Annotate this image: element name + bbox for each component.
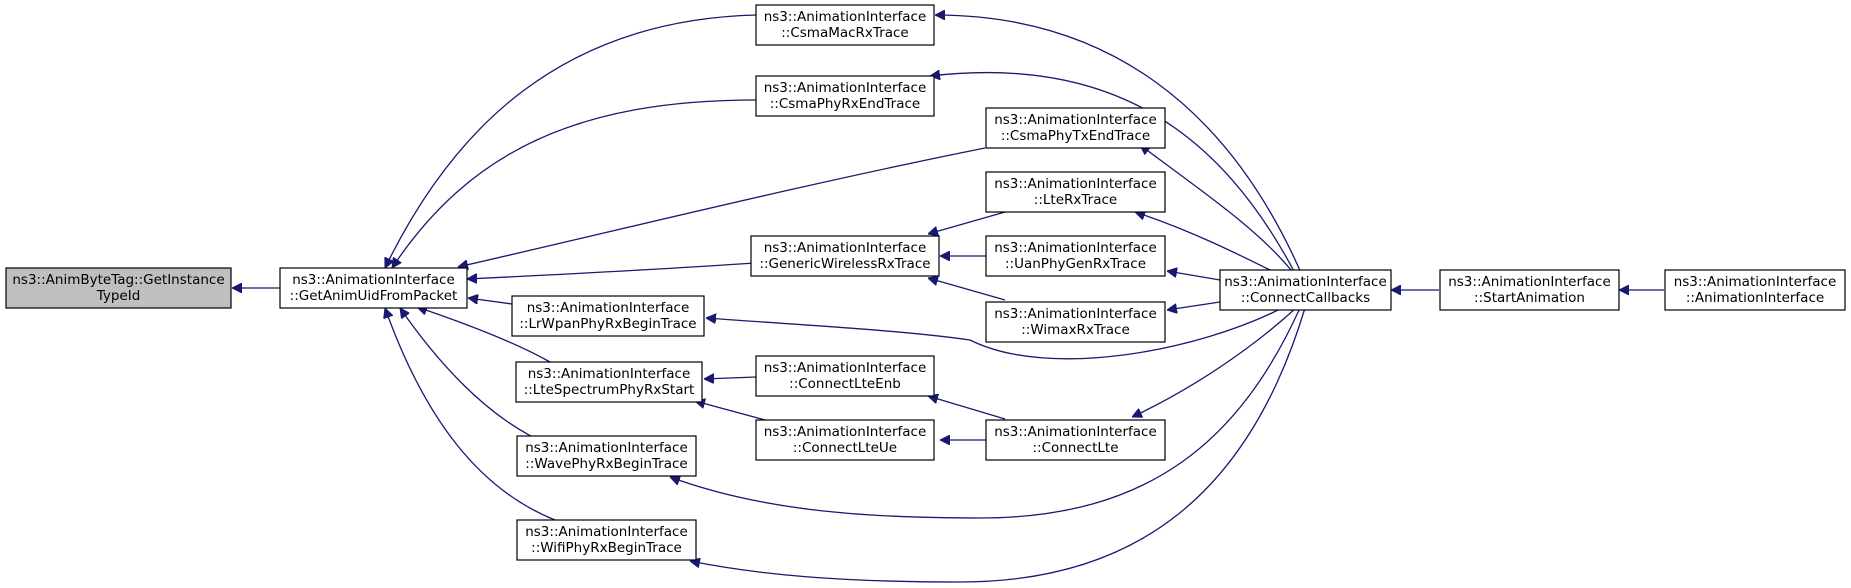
edge-connectcallbacks-to-lterx (1135, 212, 1281, 276)
node-connectlteue-line-2: ::ConnectLteUe (793, 440, 897, 456)
node-connectlteue-line-1: ns3::AnimationInterface (764, 424, 927, 440)
node-startanimation-line-2: ::StartAnimation (1474, 290, 1585, 306)
node-getanimuid-line-1: ns3::AnimationInterface (292, 272, 455, 288)
node-ltespectrum-line-1: ns3::AnimationInterface (528, 366, 691, 382)
edge-genericwireless-to-getanimuid (467, 262, 756, 279)
node-startanimation[interactable]: ns3::AnimationInterface ::StartAnimation (1439, 269, 1620, 311)
node-csmaphyrxend-line-2: ::CsmaPhyRxEndTrace (770, 96, 921, 112)
node-wifiphy-line-1: ns3::AnimationInterface (525, 524, 688, 540)
node-csmamacrx-line-1: ns3::AnimationInterface (764, 9, 927, 25)
edge-ltespectrum-to-getanimuid (417, 307, 551, 363)
edge-lrwpan-to-getanimuid (468, 298, 513, 305)
edge-connectcallbacks-to-connectlte (1132, 307, 1297, 417)
edge-connectcallbacks-to-wavephy (670, 307, 1301, 519)
node-root[interactable]: ns3::AnimByteTag::GetInstance TypeId (5, 267, 232, 309)
node-uanphy-line-1: ns3::AnimationInterface (994, 240, 1157, 256)
node-csmaphytxend-line-2: ::CsmaPhyTxEndTrace (1001, 128, 1150, 144)
node-startanimation-line-1: ns3::AnimationInterface (1448, 274, 1611, 290)
node-uanphy-line-2: ::UanPhyGenRxTrace (1005, 256, 1146, 272)
node-connectlteue[interactable]: ns3::AnimationInterface ::ConnectLteUe (755, 419, 935, 461)
node-genericwirelessrxtrace[interactable]: ns3::AnimationInterface ::GenericWireles… (750, 235, 940, 277)
node-connectcallbacks[interactable]: ns3::AnimationInterface ::ConnectCallbac… (1219, 269, 1392, 311)
node-getanimuid-line-2: ::GetAnimUidFromPacket (290, 288, 458, 304)
node-connectlteenb-line-2: ::ConnectLteEnb (789, 376, 901, 392)
node-connectlteenb[interactable]: ns3::AnimationInterface ::ConnectLteEnb (755, 355, 935, 397)
node-wimax-line-1: ns3::AnimationInterface (994, 306, 1157, 322)
node-wimax-line-2: ::WimaxRxTrace (1021, 322, 1130, 338)
node-connectlteenb-line-1: ns3::AnimationInterface (764, 360, 927, 376)
node-genericwireless-line-2: ::GenericWirelessRxTrace (759, 256, 930, 272)
node-connectlte-line-2: ::ConnectLte (1032, 440, 1118, 456)
node-lterx-line-1: ns3::AnimationInterface (994, 176, 1157, 192)
edge-connectlteenb-to-ltespectrum (704, 377, 757, 379)
node-wavephy-line-1: ns3::AnimationInterface (525, 440, 688, 456)
node-connectcallbacks-line-2: ::ConnectCallbacks (1241, 290, 1370, 306)
node-csmamacrx-line-2: ::CsmaMacRxTrace (781, 25, 909, 41)
edge-wimax-to-genericwireless (928, 278, 1006, 301)
node-lrwpanphyrxbegintrace[interactable]: ns3::AnimationInterface ::LrWpanPhyRxBeg… (511, 295, 705, 337)
node-connectcallbacks-line-1: ns3::AnimationInterface (1224, 274, 1387, 290)
node-ltespectrumphyrxstart[interactable]: ns3::AnimationInterface ::LteSpectrumPhy… (515, 361, 703, 403)
edge-csmaphyrxend-to-getanimuid (392, 99, 757, 268)
node-genericwireless-line-1: ns3::AnimationInterface (764, 240, 927, 256)
edge-connectlte-to-connectlteenb (928, 396, 1006, 420)
edge-connectcallbacks-to-lrwpan (706, 307, 1283, 360)
node-connectlte[interactable]: ns3::AnimationInterface ::ConnectLte (985, 419, 1166, 461)
edge-connectcallbacks-to-wimax (1167, 301, 1221, 310)
node-csmamacrxtrace[interactable]: ns3::AnimationInterface ::CsmaMacRxTrace (755, 4, 935, 46)
node-ctor-line-2: ::AnimationInterface (1686, 290, 1824, 306)
node-lrwpan-line-2: ::LrWpanPhyRxBeginTrace (519, 316, 696, 332)
node-getanimuidfrompacket[interactable]: ns3::AnimationInterface ::GetAnimUidFrom… (279, 267, 468, 309)
edge-connectcallbacks-to-csmaphytxend (1140, 145, 1296, 276)
node-uanphygenrxtrace[interactable]: ns3::AnimationInterface ::UanPhyGenRxTra… (985, 235, 1166, 277)
node-csmaphyrxendtrace[interactable]: ns3::AnimationInterface ::CsmaPhyRxEndTr… (755, 75, 935, 117)
node-animationinterface-ctor[interactable]: ns3::AnimationInterface ::AnimationInter… (1664, 269, 1846, 311)
edge-csmaphytxend-to-getanimuid (458, 147, 986, 267)
edge-connectcallbacks-to-uanphy (1167, 271, 1221, 281)
node-lrwpan-line-1: ns3::AnimationInterface (527, 300, 690, 316)
node-wimaxrxtrace[interactable]: ns3::AnimationInterface ::WimaxRxTrace (985, 301, 1166, 343)
edge-csmamacrx-to-getanimuid (385, 14, 757, 268)
node-connectlte-line-1: ns3::AnimationInterface (994, 424, 1157, 440)
nodes: ns3::AnimByteTag::GetInstance TypeId ns3… (5, 4, 1846, 561)
node-root-line-1: ns3::AnimByteTag::GetInstance (12, 272, 224, 288)
node-wifiphyrxbegintrace[interactable]: ns3::AnimationInterface ::WifiPhyRxBegin… (516, 519, 697, 561)
edge-lterx-to-genericwireless (928, 211, 1006, 234)
node-csmaphytxend-line-1: ns3::AnimationInterface (994, 112, 1157, 128)
edge-connectcallbacks-to-wifiphy (690, 307, 1306, 583)
node-lterxtrace[interactable]: ns3::AnimationInterface ::LteRxTrace (985, 171, 1166, 213)
node-csmaphytxendtrace[interactable]: ns3::AnimationInterface ::CsmaPhyTxEndTr… (985, 107, 1166, 149)
node-csmaphyrxend-line-1: ns3::AnimationInterface (764, 80, 927, 96)
node-wavephy-line-2: ::WavePhyRxBeginTrace (525, 456, 687, 472)
node-root-line-2: TypeId (96, 288, 141, 304)
node-wavephyrxbegintrace[interactable]: ns3::AnimationInterface ::WavePhyRxBegin… (516, 435, 697, 477)
edge-connectcallbacks-to-csmamacrx (935, 15, 1303, 276)
edge-wifiphy-to-getanimuid (385, 308, 556, 521)
node-ctor-line-1: ns3::AnimationInterface (1674, 274, 1837, 290)
node-wifiphy-line-2: ::WifiPhyRxBeginTrace (531, 540, 682, 556)
node-ltespectrum-line-2: ::LteSpectrumPhyRxStart (524, 382, 695, 398)
node-lterx-line-2: ::LteRxTrace (1034, 192, 1117, 208)
